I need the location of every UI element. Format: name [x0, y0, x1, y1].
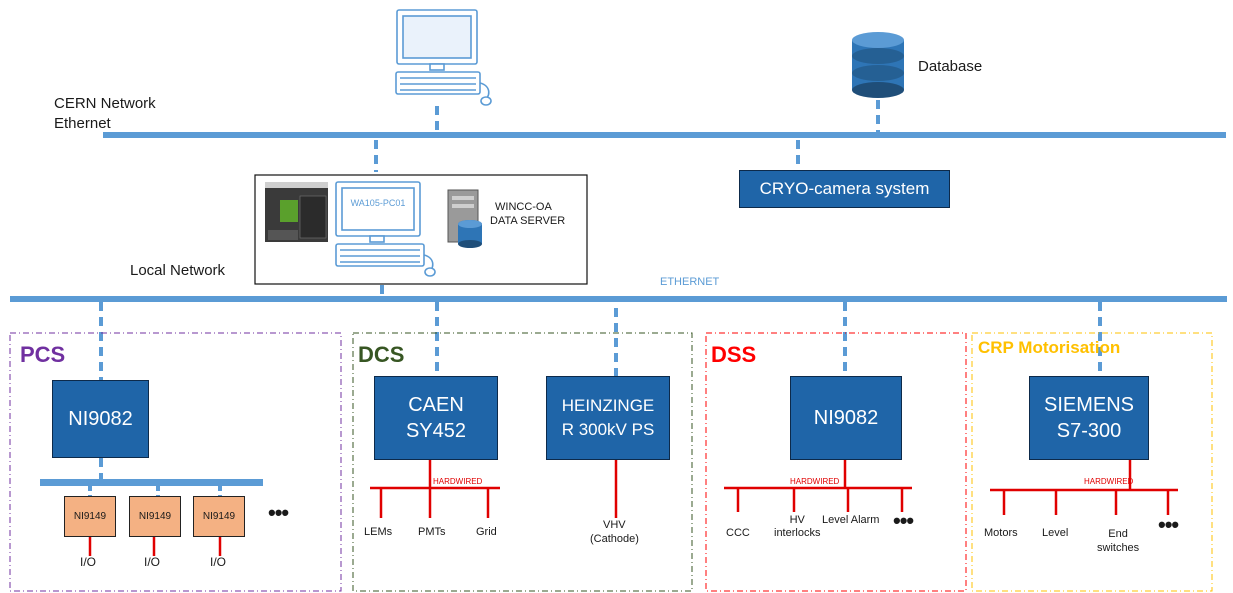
crp-more-dots: ••• — [1158, 512, 1179, 537]
vhv-label-line2: (Cathode) — [590, 533, 639, 545]
pcs-module-1: NI9149 — [64, 496, 116, 537]
dss-controller-box: NI9082 — [790, 376, 902, 460]
dss-title: DSS — [711, 342, 757, 367]
dss-output-hv-interlocks: HV interlocks — [774, 514, 821, 539]
dcs-output-grid: Grid — [476, 526, 497, 538]
scada-screenshot-icon — [265, 182, 328, 242]
dss-section-box — [705, 332, 967, 592]
ethernet-label: ETHERNET — [660, 276, 720, 288]
vhv-label-line1: VHV — [603, 519, 626, 531]
cern-ethernet-label: Ethernet — [54, 115, 111, 132]
pc-name-label: WA105-PC01 — [350, 198, 406, 208]
heinzinger-box: HEINZINGE R 300kV PS — [546, 376, 670, 460]
pcs-more-dots: ••• — [268, 500, 289, 525]
database-icon — [852, 32, 904, 98]
pcs-io-label-3: I/O — [210, 555, 227, 569]
dss-output-level-alarm: Level Alarm — [822, 514, 880, 526]
dcs-caen-wires — [370, 460, 500, 518]
server-pc-icon — [335, 181, 436, 277]
dss-hardwired-label: HARDWIRED — [790, 477, 840, 486]
pcs-module-bus — [40, 479, 263, 486]
pcs-io-label-2: I/O — [144, 555, 161, 569]
local-network-label: Local Network — [130, 262, 226, 279]
dss-output-ccc: CCC — [726, 527, 750, 539]
pcs-module-2: NI9149 — [129, 496, 181, 537]
server-tower-icon — [447, 189, 482, 248]
dcs-section-box — [352, 332, 693, 592]
cryo-camera-system-box: CRYO-camera system — [739, 170, 950, 208]
pcs-module-links — [88, 486, 222, 496]
wincc-label-line1: WINCC-OA — [495, 201, 552, 213]
dss-wires — [724, 460, 912, 512]
dcs-hardwired-label: HARDWIRED — [433, 477, 483, 486]
pcs-io-wires — [88, 537, 222, 556]
crp-output-motors: Motors — [984, 527, 1018, 539]
dcs-output-pmts: PMTs — [418, 526, 446, 538]
crp-title: CRP Motorisation — [978, 338, 1121, 357]
network-links — [99, 100, 1102, 480]
crp-hardwired-label: HARDWIRED — [1084, 477, 1134, 486]
wincc-label-line2: DATA SERVER — [490, 215, 566, 227]
pcs-controller-box: NI9082 — [52, 380, 149, 458]
pcs-module-3: NI9149 — [193, 496, 245, 537]
caen-box: CAEN SY452 — [374, 376, 498, 460]
pcs-title: PCS — [20, 342, 66, 367]
database-label: Database — [918, 58, 983, 75]
crp-controller-box: SIEMENS S7-300 — [1029, 376, 1149, 460]
pcs-section-box — [9, 332, 342, 592]
computer-icon — [395, 9, 492, 106]
cern-network-bus — [103, 132, 1226, 138]
cern-network-label: CERN Network — [54, 95, 156, 112]
pcs-io-label-1: I/O — [80, 555, 97, 569]
crp-wires — [990, 460, 1178, 515]
dcs-title: DCS — [358, 342, 405, 367]
crp-output-end-switches: End switches — [1097, 528, 1140, 554]
dcs-output-lems: LEMs — [364, 526, 393, 538]
crp-output-level: Level — [1042, 527, 1069, 539]
crp-section-box — [971, 332, 1213, 592]
dss-more-dots: ••• — [893, 508, 914, 533]
local-network-bus — [10, 296, 1227, 302]
